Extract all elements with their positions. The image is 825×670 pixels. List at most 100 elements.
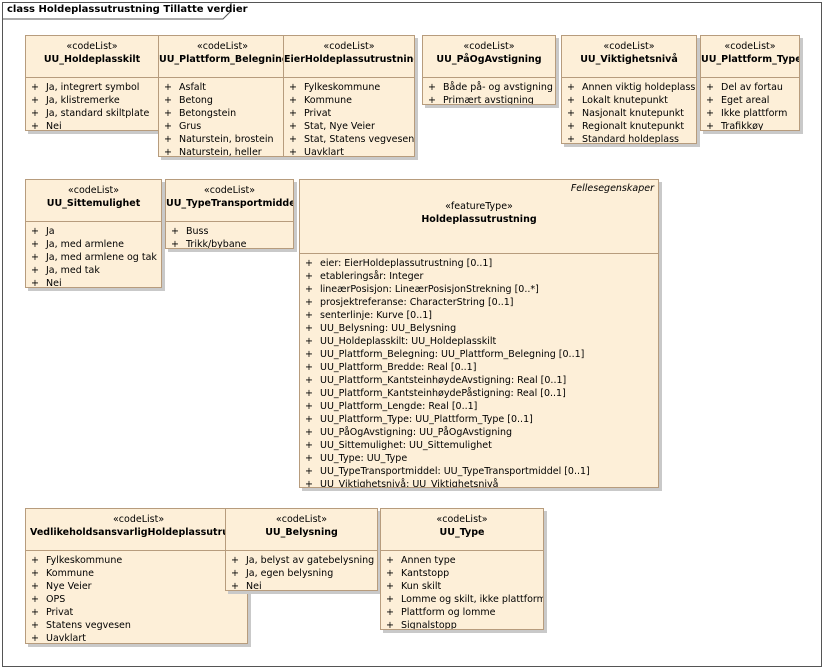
- class-header: «codeList» EierHoldeplassutrustning: [284, 41, 414, 78]
- class-name: UU_Viktighetsnivå: [580, 54, 678, 65]
- stereotype-label: «codeList»: [724, 41, 776, 52]
- attribute-item: Nei: [226, 580, 377, 590]
- attribute-item: UU_Holdeplasskilt: UU_Holdeplasskilt: [300, 335, 658, 348]
- class-header: «codeList» UU_Belysning: [226, 514, 377, 551]
- class-uu-plattform-belegning[interactable]: «codeList» UU_Plattform_Belegning Asfalt…: [158, 35, 287, 157]
- attribute-item: UU_Plattform_Belegning: UU_Plattform_Bel…: [300, 348, 658, 361]
- attribute-item: Stat, Statens vegvesen: [284, 133, 414, 146]
- frame-title: class Holdeplassutrustning Tillatte verd…: [7, 4, 248, 15]
- attribute-item: UU_Viktighetsnivå: UU_Viktighetsnivå: [300, 478, 658, 487]
- attribute-item: Buss: [166, 225, 293, 238]
- attribute-item: Del av fortau: [701, 81, 799, 94]
- attribute-item: Ja, med tak: [26, 264, 161, 277]
- class-uu-paogavstigning[interactable]: «codeList» UU_PåOgAvstigning Både på- og…: [422, 35, 556, 105]
- attribute-item: Fylkeskommune: [284, 81, 414, 94]
- attribute-item: Stat, Nye Veier: [284, 120, 414, 133]
- attribute-item: Plattform og lomme: [381, 606, 543, 619]
- stereotype-label: «codeList»: [196, 41, 249, 52]
- class-uu-typetransportmiddel[interactable]: «codeList» UU_TypeTransportmiddel BussTr…: [165, 179, 294, 249]
- attribute-item: Kun skilt: [381, 580, 543, 593]
- attribute-item: Uavklart: [26, 632, 247, 643]
- class-uu-sittemulighet[interactable]: «codeList» UU_Sittemulighet JaJa, med ar…: [25, 179, 162, 288]
- class-header: «featureType» Holdeplassutrustning: [300, 201, 658, 254]
- class-header: «codeList» UU_Plattform_Belegning: [159, 41, 286, 78]
- class-name: EierHoldeplassutrustning: [284, 54, 415, 65]
- stereotype-label: «codeList»: [463, 41, 515, 52]
- attribute-item: Trikk/bybane: [166, 238, 293, 248]
- attribute-item: Naturstein, brostein: [159, 133, 286, 146]
- stereotype-label: «codeList»: [603, 41, 655, 52]
- attribute-list: Ja, belyst av gatebelysningJa, egen bely…: [226, 551, 377, 590]
- class-header: «codeList» UU_Type: [381, 514, 543, 551]
- stereotype-label: «codeList»: [275, 514, 328, 525]
- attribute-list: Del av fortauEget arealIkke plattformTra…: [701, 78, 799, 130]
- attribute-item: UU_Type: UU_Type: [300, 452, 658, 465]
- stereotype-label: «codeList»: [67, 185, 120, 196]
- class-header: «codeList» UU_PåOgAvstigning: [423, 41, 555, 78]
- attribute-item: Lomme og skilt, ikke plattform: [381, 593, 543, 606]
- class-header: «codeList» UU_Sittemulighet: [26, 185, 161, 222]
- class-eierholdeplassutrustning[interactable]: «codeList» EierHoldeplassutrustning Fylk…: [283, 35, 415, 157]
- attribute-item: Grus: [159, 120, 286, 133]
- attribute-item: Kommune: [284, 94, 414, 107]
- attribute-item: UU_Plattform_Type: UU_Plattform_Type [0.…: [300, 413, 658, 426]
- attribute-item: Kommune: [26, 567, 247, 580]
- class-uu-holdeplasskilt[interactable]: «codeList» UU_Holdeplasskilt Ja, integre…: [25, 35, 159, 131]
- class-header: «codeList» UU_Plattform_Type: [701, 41, 799, 78]
- attribute-list: JaJa, med armleneJa, med armlene og takJ…: [26, 222, 161, 287]
- attribute-item: Fylkeskommune: [26, 554, 247, 567]
- class-uu-belysning[interactable]: «codeList» UU_Belysning Ja, belyst av ga…: [225, 508, 378, 591]
- class-name: UU_Plattform_Belegning: [159, 54, 287, 65]
- attribute-item: UU_Plattform_KantsteinhøydeAvstigning: R…: [300, 374, 658, 387]
- attribute-list: Både på- og avstigningPrimært avstigning: [423, 78, 555, 104]
- attribute-item: etableringsår: Integer: [300, 270, 658, 283]
- class-name: UU_Belysning: [265, 527, 338, 538]
- attribute-item: prosjektreferanse: CharacterString [0..1…: [300, 296, 658, 309]
- attribute-item: eier: EierHoldeplassutrustning [0..1]: [300, 257, 658, 270]
- attribute-item: Nye Veier: [26, 580, 247, 593]
- attribute-item: Annen viktig holdeplass: [562, 81, 696, 94]
- stereotype-label: «codeList»: [66, 41, 118, 52]
- attribute-item: Privat: [26, 606, 247, 619]
- class-uu-viktighetsniva[interactable]: «codeList» UU_Viktighetsnivå Annen vikti…: [561, 35, 697, 144]
- attribute-item: OPS: [26, 593, 247, 606]
- attribute-item: UU_Plattform_Bredde: Real [0..1]: [300, 361, 658, 374]
- class-name: UU_Sittemulighet: [46, 198, 141, 209]
- attribute-item: Trafikkøy: [701, 120, 799, 130]
- class-vedlikeholdsansvarligholdeplassutrustning[interactable]: «codeList» VedlikeholdsansvarligHoldepla…: [25, 508, 248, 644]
- attribute-item: UU_Plattform_Lengde: Real [0..1]: [300, 400, 658, 413]
- attribute-item: Lokalt knutepunkt: [562, 94, 696, 107]
- stereotype-label: «codeList»: [323, 41, 375, 52]
- class-name: UU_Plattform_Type: [701, 54, 800, 65]
- attribute-item: Ja, med armlene: [26, 238, 161, 251]
- stereotype-label: «codeList»: [113, 514, 165, 525]
- attribute-item: lineærPosisjon: LineærPosisjonStrekning …: [300, 283, 658, 296]
- attribute-item: UU_TypeTransportmiddel: UU_TypeTransport…: [300, 465, 658, 478]
- attribute-list: Ja, integrert symbolJa, klistremerkeJa, …: [26, 78, 158, 130]
- attribute-item: Betongstein: [159, 107, 286, 120]
- attribute-item: Ja, standard skiltplate: [26, 107, 158, 120]
- attribute-item: UU_Belysning: UU_Belysning: [300, 322, 658, 335]
- attribute-item: Ja, belyst av gatebelysning: [226, 554, 377, 567]
- attribute-item: Betong: [159, 94, 286, 107]
- attribute-item: Ikke plattform: [701, 107, 799, 120]
- attribute-item: Eget areal: [701, 94, 799, 107]
- attribute-item: Signalstopp: [381, 619, 543, 629]
- class-name: UU_Type: [439, 527, 485, 538]
- class-holdeplassutrustning[interactable]: Fellesegenskaper «featureType» Holdeplas…: [299, 179, 659, 488]
- class-uu-plattform-type[interactable]: «codeList» UU_Plattform_Type Del av fort…: [700, 35, 800, 131]
- attribute-list: FylkeskommuneKommuneNye VeierOPSPrivatSt…: [26, 551, 247, 643]
- attribute-item: UU_Plattform_KantsteinhøydePåstigning: R…: [300, 387, 658, 400]
- class-name: UU_PåOgAvstigning: [436, 54, 542, 65]
- class-uu-type[interactable]: «codeList» UU_Type Annen typeKantstoppKu…: [380, 508, 544, 630]
- attribute-list: FylkeskommuneKommunePrivatStat, Nye Veie…: [284, 78, 414, 156]
- attribute-item: UU_Sittemulighet: UU_Sittemulighet: [300, 439, 658, 452]
- attribute-list: Annen viktig holdeplassLokalt knutepunkt…: [562, 78, 696, 143]
- attribute-list: eier: EierHoldeplassutrustning [0..1]eta…: [300, 254, 658, 487]
- attribute-list: Annen typeKantstoppKun skiltLomme og ski…: [381, 551, 543, 629]
- attribute-item: Privat: [284, 107, 414, 120]
- attribute-item: senterlinje: Kurve [0..1]: [300, 309, 658, 322]
- class-name: Holdeplassutrustning: [421, 214, 537, 225]
- attribute-item: Statens vegvesen: [26, 619, 247, 632]
- attribute-item: Annen type: [381, 554, 543, 567]
